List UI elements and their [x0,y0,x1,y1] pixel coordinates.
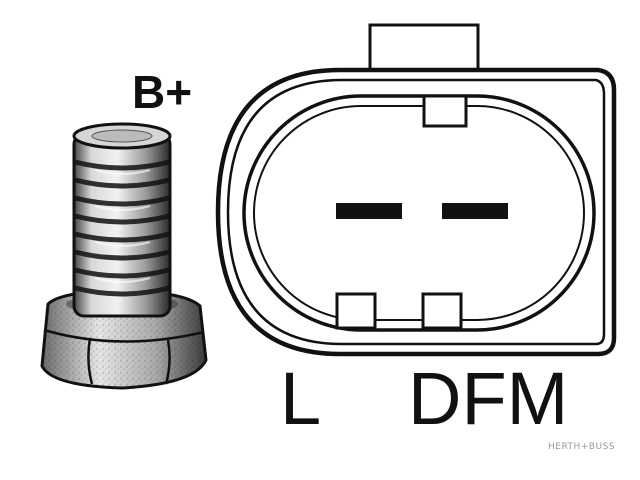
brand-watermark: HERTH+BUSS [548,442,615,452]
socket-key-notch [422,94,468,128]
threaded-shaft [72,122,172,318]
connector-housing [215,23,617,357]
b-plus-stud [40,122,208,390]
latch-notch-left [335,292,377,330]
latch-notch-right [421,292,463,330]
b-plus-label: B+ [132,66,192,118]
housing-key-tab [368,23,480,75]
pin-l-blade [336,203,402,219]
pin-dfm-label: DFM [408,357,568,440]
socket-opening [242,94,596,332]
pin-l-label: L [280,357,321,440]
pin-dfm-blade [442,203,508,219]
